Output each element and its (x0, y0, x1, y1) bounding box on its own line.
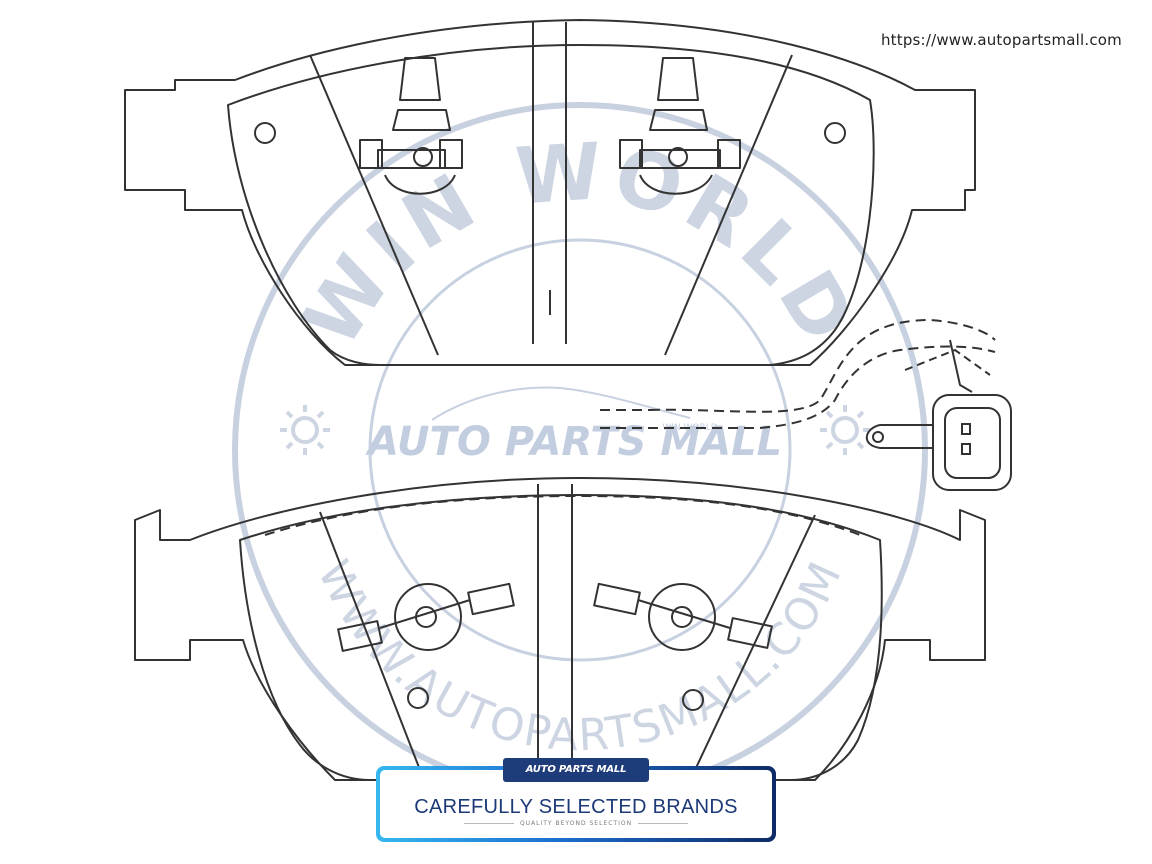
subtitle-rule-left (463, 823, 514, 824)
watermark-logo-text: AUTO PARTS MALL (365, 419, 782, 465)
website-url: https://www.autopartsmall.com (880, 31, 1122, 49)
wear-sensor-pin-2 (961, 443, 971, 455)
watermark-car-swoosh (431, 386, 691, 421)
top-pad-slot-left (309, 54, 439, 356)
top-pad-hole-left (254, 122, 276, 144)
bottom-pad-dashed-edge (264, 495, 861, 536)
bottom-pad-hole-right (682, 689, 704, 711)
top-pad-backplate (124, 19, 976, 366)
brand-banner-inner: AUTO PARTS MALL CAREFULLY SELECTED BRAND… (380, 758, 772, 838)
top-pad-clip-left (359, 57, 463, 195)
bottom-pad-slot-left (319, 511, 421, 771)
top-pad-slot-right (664, 54, 793, 356)
top-pad-hole-right (824, 122, 846, 144)
wear-sensor (600, 318, 1012, 491)
watermark-ring-top-text: WIN WORLD (286, 127, 874, 363)
wear-sensor-connector (932, 394, 1012, 491)
brand-banner-logo: AUTO PARTS MALL (503, 758, 649, 782)
brake-pad-bottom (134, 477, 986, 781)
top-pad-clip-right (619, 57, 741, 195)
brand-banner-subtitle: QUALITY BEYOND SELECTION (519, 820, 633, 827)
subtitle-rule-right (638, 823, 689, 824)
bottom-pad-slot-right (694, 514, 816, 771)
bottom-pad-hole-left (407, 687, 429, 709)
watermark-ring-bottom-text: WWW.AUTOPARTSMALL.COM (307, 553, 852, 762)
top-pad-friction-material (227, 44, 875, 366)
brake-pad-top (124, 19, 976, 366)
bottom-pad-clip-left (337, 582, 515, 652)
watermark-sun-right-icon (820, 405, 870, 455)
watermark-inner-ring (368, 238, 792, 662)
watermark-sun-left-icon (280, 405, 330, 455)
bottom-pad-friction-material (239, 494, 883, 781)
watermark-logo-small-text: WIN WORLD (662, 423, 717, 433)
bottom-pad-clip-right (593, 582, 773, 651)
bottom-pad-backplate (134, 477, 986, 781)
brand-banner: AUTO PARTS MALL CAREFULLY SELECTED BRAND… (376, 758, 776, 842)
wear-sensor-pin-1 (961, 423, 971, 435)
brand-banner-subtitle-row: QUALITY BEYOND SELECTION (380, 820, 772, 827)
brand-banner-title: CAREFULLY SELECTED BRANDS (414, 796, 738, 818)
